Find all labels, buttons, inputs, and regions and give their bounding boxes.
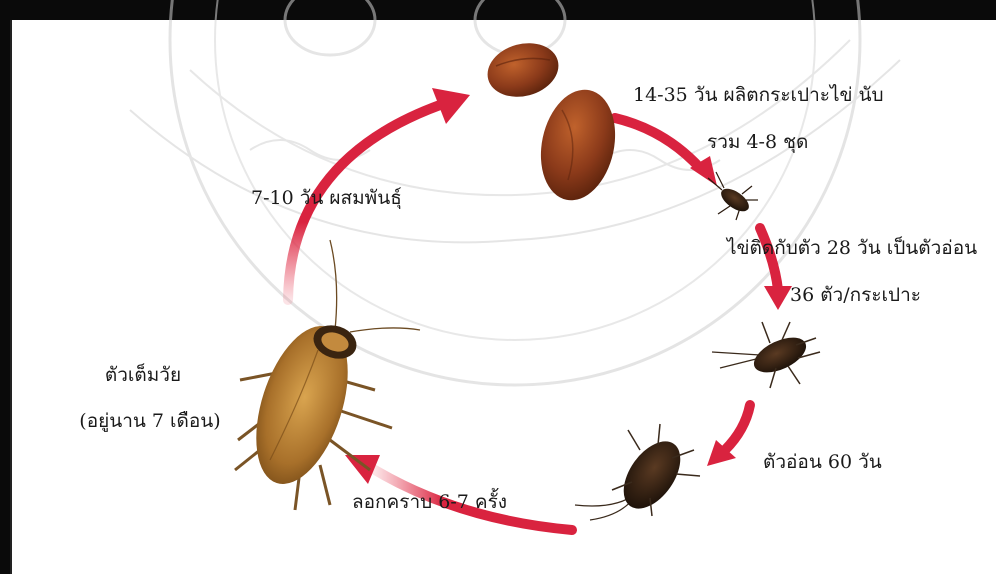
label-mating: 7-10 วัน ผสมพันธุ์ bbox=[251, 187, 402, 210]
label-ootheca-line1: 14-35 วัน ผลิตกระเปาะไข่ นับ bbox=[633, 84, 884, 106]
arrow-nymph-to-late-nymph bbox=[707, 405, 750, 466]
hatchling-cockroach bbox=[708, 172, 758, 220]
nymph-cockroach bbox=[712, 322, 820, 388]
adult-cockroach bbox=[235, 240, 420, 510]
late-nymph-cockroach bbox=[575, 424, 700, 520]
label-nymph: ตัวอ่อน 60 วัน bbox=[763, 451, 882, 473]
ootheca-capsule-2 bbox=[531, 83, 625, 208]
label-ootheca-line2: รวม 4-8 ชุด bbox=[707, 131, 808, 154]
label-adult-line1: ตัวเต็มวัย bbox=[105, 362, 181, 386]
label-adult-line2: (อยู่นาน 7 เดือน) bbox=[79, 410, 220, 432]
label-hatch-line1: ไข่ติดกับตัว 28 วัน เป็นตัวอ่อน bbox=[725, 235, 977, 259]
label-molt: ลอกคราบ 6-7 ครั้ง bbox=[352, 488, 507, 513]
label-hatch-line2: 36 ตัว/กระเปาะ bbox=[790, 284, 921, 306]
